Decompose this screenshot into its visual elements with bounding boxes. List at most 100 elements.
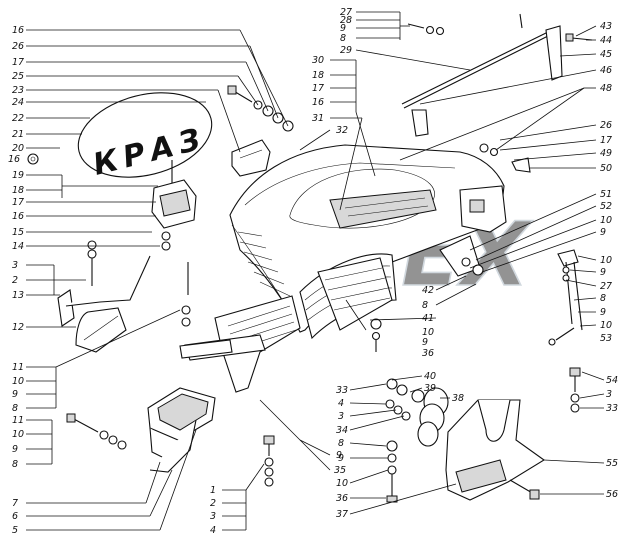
support-rod (401, 13, 593, 137)
callout: 6 (12, 511, 18, 522)
callout: 21 (12, 129, 24, 140)
callout: 29 (340, 45, 352, 56)
callout: 36 (336, 493, 348, 504)
callout: 3 (210, 511, 216, 522)
callout: 43 (600, 21, 612, 32)
callout: 16 (12, 211, 24, 222)
callout: 1 (210, 485, 216, 496)
callout: 2 (210, 498, 216, 509)
callout: 4 (338, 398, 344, 409)
callout: 8 (340, 33, 346, 44)
callout: 16 (8, 154, 20, 165)
callout: 16 (12, 25, 24, 36)
callout: 18 (12, 185, 24, 196)
callouts-center-top: 30 18 17 16 31 32 (312, 55, 348, 136)
callout: 31 (312, 113, 324, 124)
bolt-center (179, 262, 233, 359)
callout: 27 (340, 7, 352, 18)
hinge (439, 235, 484, 277)
callout: 10 (600, 320, 612, 331)
leader-lines (26, 11, 605, 531)
callout: 38 (452, 393, 464, 404)
callout: 8 (422, 300, 428, 311)
callouts-left: 16 26 17 25 23 24 22 21 20 16 19 18 17 1… (8, 25, 24, 536)
callouts-center-bottom: 42 8 41 10 9 36 (422, 285, 434, 359)
callouts-top-right: 27 28 9 8 29 43 44 45 46 48 (340, 7, 612, 94)
callout: 3 (606, 389, 612, 400)
callout: 8 (338, 438, 344, 449)
callout: 37 (336, 509, 348, 520)
callout: 30 (312, 55, 324, 66)
callout: 8 (12, 403, 18, 414)
callout: 10 (12, 429, 24, 440)
fastener-stack-1-4 (263, 435, 275, 487)
callout: 2 (12, 275, 18, 286)
clip-49-50 (479, 143, 531, 173)
callout: 8 (12, 459, 18, 470)
callout: 26 (600, 120, 612, 131)
callout: 34 (336, 425, 348, 436)
callout: 45 (600, 49, 612, 60)
callout: 17 (312, 83, 324, 94)
front-grille-lower (317, 257, 393, 331)
callout: 9 (600, 227, 606, 238)
callout: 53 (600, 333, 612, 344)
callout: 9 (338, 453, 344, 464)
callout: 56 (606, 489, 618, 500)
callout: 46 (600, 65, 612, 76)
callouts-right: 26 17 49 50 51 52 10 9 10 9 27 8 9 10 53 (600, 120, 612, 344)
bolt-54 (569, 367, 581, 413)
callout: 9 (340, 23, 346, 34)
callout: 11 (12, 362, 24, 373)
bolt-3 (87, 240, 97, 286)
latch-block (151, 160, 197, 251)
callout: 35 (334, 465, 346, 476)
callout: 50 (600, 163, 612, 174)
callout: 10 (12, 376, 24, 387)
callout: 54 (606, 375, 618, 386)
callouts-bottom-right: 40 39 38 33 4 3 34 8 9 10 36 37 54 3 33 … (336, 371, 618, 520)
kraz-logo-badge: КРАЗ (77, 92, 213, 183)
callout: 9 (600, 307, 606, 318)
callout: 18 (312, 70, 324, 81)
callout: 33 (606, 403, 618, 414)
callout: 3 (12, 260, 18, 271)
bolt-stack-center (370, 318, 382, 352)
roller-assembly (385, 378, 449, 447)
callout: 13 (12, 290, 24, 301)
callout: 40 (424, 371, 436, 382)
callout: 22 (12, 113, 24, 124)
callout: 11 (12, 415, 24, 426)
callout: 44 (600, 35, 612, 46)
callout: 36 (422, 348, 434, 359)
callout: 4 (210, 525, 216, 536)
link-assembly (548, 249, 583, 346)
callout: 10 (600, 215, 612, 226)
callout: 27 (600, 281, 612, 292)
bolt-stack-bottom (386, 440, 398, 503)
callout: 9 (12, 389, 18, 400)
callout: 10 (600, 255, 612, 266)
callout: 17 (600, 135, 612, 146)
callout: 10 (336, 478, 348, 489)
callout: 55 (606, 458, 618, 469)
callout: 28 (340, 15, 352, 26)
callout: 26 (12, 41, 24, 52)
handle-12 (57, 255, 151, 353)
callout: 24 (12, 97, 24, 108)
callout: 52 (600, 201, 612, 212)
step-plate (147, 387, 216, 473)
callout: 15 (12, 227, 24, 238)
callout: 9 (12, 444, 18, 455)
callout: 9 (600, 267, 606, 278)
callout: 20 (12, 143, 24, 154)
callout: 39 (424, 383, 436, 394)
callout: 8 (600, 293, 606, 304)
callout: 17 (12, 197, 24, 208)
callout: 17 (12, 57, 24, 68)
bolt-8-11 (66, 413, 127, 450)
callout: 19 (12, 170, 24, 181)
callout: 14 (12, 241, 24, 252)
callout: 32 (336, 125, 348, 136)
